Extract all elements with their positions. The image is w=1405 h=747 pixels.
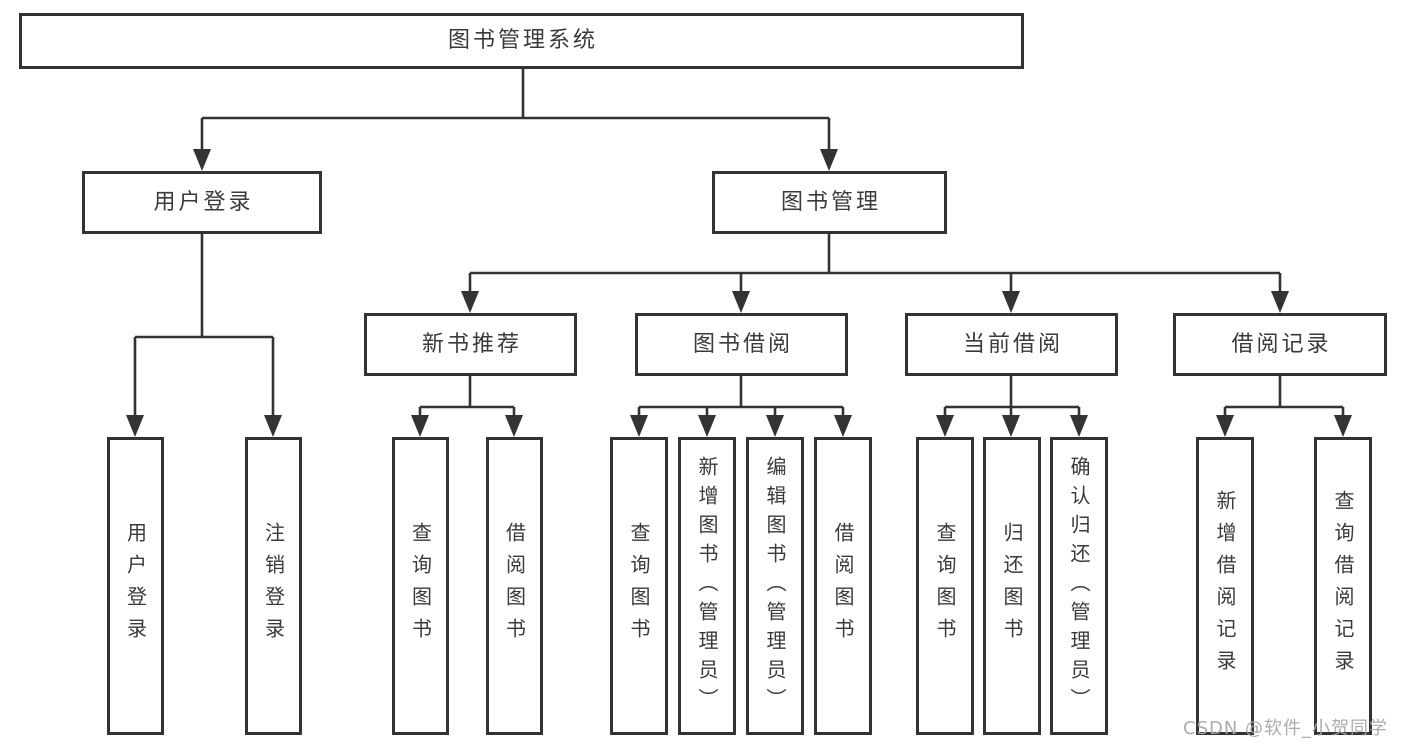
leaf-records-query-record: 查询借阅记录 [1314,437,1372,735]
node-current-borrow: 当前借阅 [905,313,1118,376]
node-user-login: 用户登录 [82,171,322,234]
leaf-borrow-borrow-book: 借阅图书 [814,437,872,735]
leaf-current-query-book: 查询图书 [916,437,974,735]
node-book-management: 图书管理 [712,171,947,234]
node-new-book-recommend: 新书推荐 [364,313,577,376]
leaf-recommend-borrow-book: 借阅图书 [486,437,543,735]
leaf-records-add-record: 新增借阅记录 [1196,437,1254,735]
leaf-user-login: 用户登录 [107,437,164,735]
node-root: 图书管理系统 [19,13,1024,69]
leaf-borrow-query-book: 查询图书 [610,437,668,735]
leaf-logout: 注销登录 [245,437,302,735]
leaf-borrow-edit-book: 编辑图书（管理员） [746,437,804,735]
leaf-recommend-query-book: 查询图书 [392,437,449,735]
node-book-borrow: 图书借阅 [635,313,848,376]
node-borrow-records: 借阅记录 [1173,313,1387,376]
leaf-current-confirm-return: 确认归还（管理员） [1050,437,1108,735]
leaf-current-return-book: 归还图书 [983,437,1041,735]
leaf-borrow-add-book: 新增图书（管理员） [678,437,736,735]
watermark: CSDN @软件_小贺同学 [1183,718,1389,739]
